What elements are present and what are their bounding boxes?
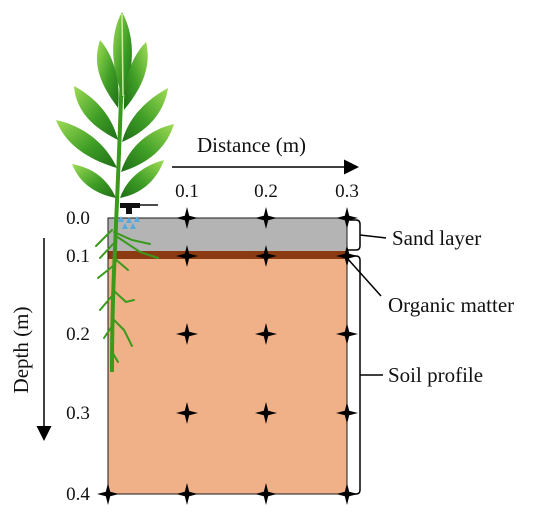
plant-roots (95, 229, 159, 363)
distance-axis-title: Distance (m) (197, 133, 306, 157)
depth-axis-title: Depth (m) (9, 307, 33, 394)
soil-profile-layer (108, 258, 347, 494)
grid-marker-icon (176, 402, 198, 424)
distance-tick-labels: 0.1 0.2 0.3 (175, 181, 359, 202)
grid-marker-icon (255, 207, 277, 229)
soil-profile-brace-icon (347, 255, 383, 495)
plant-icon (56, 12, 174, 372)
distance-tick-label: 0.3 (335, 181, 359, 202)
sand-layer-brace-icon (347, 219, 387, 251)
grid-marker-icon (176, 323, 198, 345)
column-outline (107, 217, 348, 495)
distance-tick-label: 0.2 (254, 181, 278, 202)
grid-marker-icon (255, 483, 277, 505)
depth-tick-label: 0.4 (66, 484, 90, 505)
grid-marker-icon (336, 323, 358, 345)
grid-marker-icon (176, 483, 198, 505)
grid-marker-icon (336, 402, 358, 424)
sand-layer-label: Sand layer (392, 226, 481, 250)
sand-layer (108, 218, 347, 251)
grid-marker-icon (255, 323, 277, 345)
depth-tick-labels: 0.0 0.1 0.2 0.3 0.4 (66, 208, 90, 505)
grid-marker-icon (97, 483, 119, 505)
soil-profile-label: Soil profile (388, 363, 483, 387)
drip-emitter-icon (118, 203, 158, 229)
depth-tick-label: 0.1 (66, 246, 90, 267)
grid-marker-icon (255, 402, 277, 424)
distance-tick-label: 0.1 (175, 181, 199, 202)
depth-tick-label: 0.2 (66, 324, 90, 345)
depth-tick-label: 0.0 (66, 208, 90, 229)
organic-matter-layer (108, 250, 347, 259)
organic-matter-leader (346, 257, 382, 297)
grid-marker-icon (176, 207, 198, 229)
grid-marker-icon (176, 245, 198, 267)
grid-marker-icon (255, 245, 277, 267)
grid-marker-icon (336, 207, 358, 229)
depth-tick-label: 0.3 (66, 403, 90, 424)
organic-matter-label: Organic matter (388, 293, 514, 317)
